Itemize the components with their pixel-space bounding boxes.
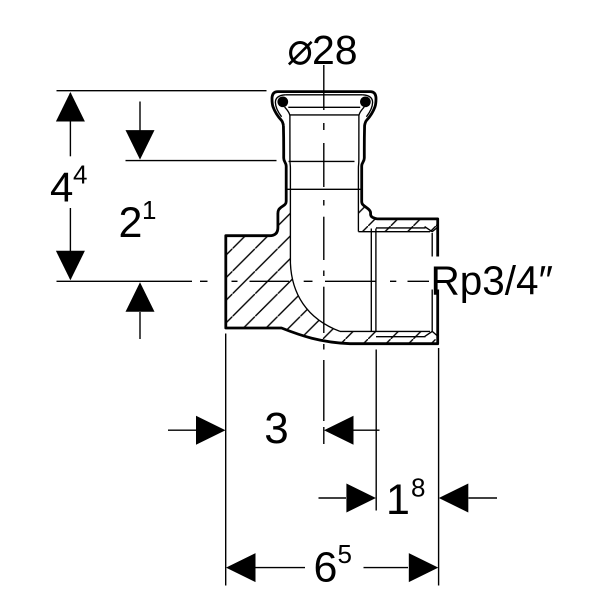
svg-text:28: 28 [312, 27, 358, 73]
svg-text:6: 6 [314, 544, 338, 592]
svg-text:1: 1 [386, 476, 410, 524]
svg-text:1: 1 [142, 195, 156, 225]
svg-text:5: 5 [338, 539, 352, 569]
svg-text:Rp3/4″: Rp3/4″ [431, 257, 553, 303]
svg-text:3: 3 [264, 404, 288, 453]
svg-text:8: 8 [411, 473, 425, 503]
svg-text:4: 4 [50, 164, 73, 211]
svg-text:2: 2 [119, 199, 143, 247]
svg-text:4: 4 [73, 160, 87, 190]
